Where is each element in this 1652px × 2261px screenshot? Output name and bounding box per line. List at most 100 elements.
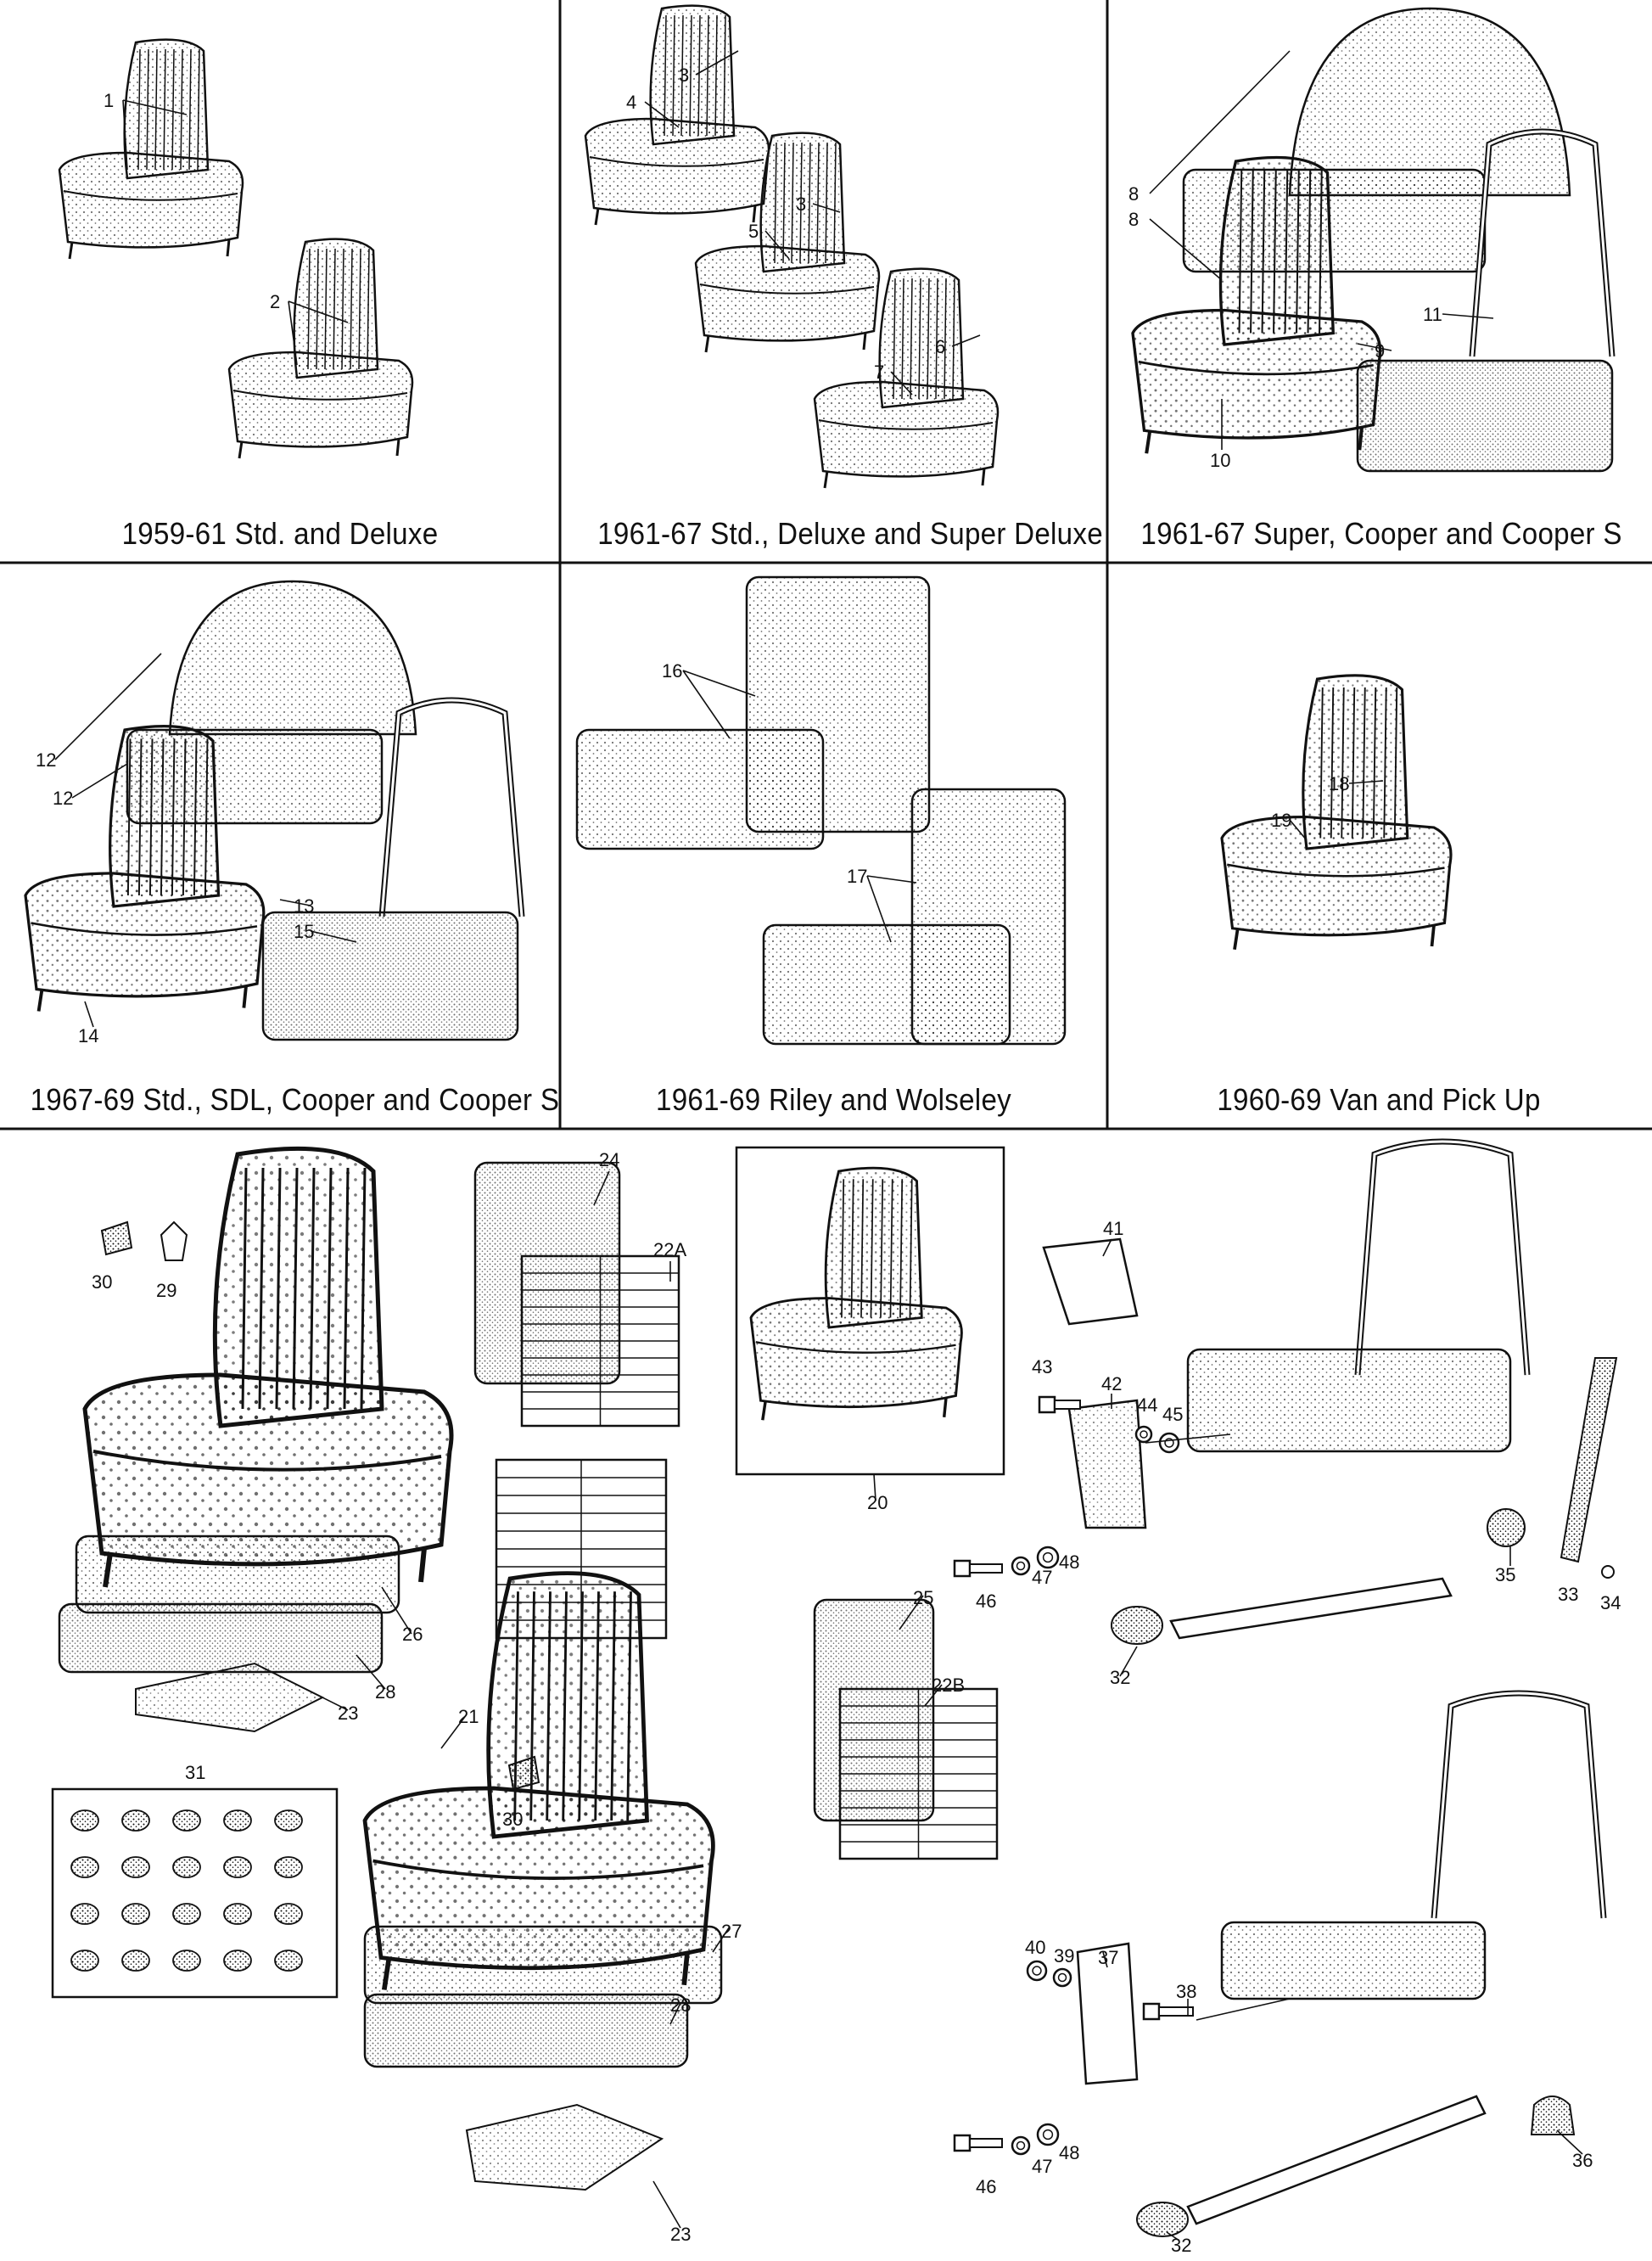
callout-31: 31 — [185, 1762, 206, 1783]
clip-31 — [223, 1950, 252, 1972]
clip-31 — [274, 1856, 303, 1878]
van-seat-pleat — [1330, 687, 1335, 839]
leader-15 — [310, 930, 357, 943]
seat-1961-a-leg — [752, 205, 757, 223]
leader-12a — [54, 653, 162, 760]
callout-21: 21 — [458, 1706, 479, 1727]
callout-22b: 22B — [932, 1675, 966, 1696]
leader-11 — [1442, 313, 1494, 319]
seat-1961-a-pleat — [714, 14, 718, 137]
seat-1959-rear-pleat — [316, 248, 319, 370]
seat-inset-20 — [749, 1166, 963, 1421]
callout-5: 5 — [748, 221, 759, 242]
nut-48b — [1036, 2123, 1060, 2146]
seat-inset-20-pleat — [909, 1179, 913, 1318]
leader-23a — [322, 1697, 349, 1711]
leader-3b — [812, 203, 841, 213]
diaphragm-23a — [135, 1662, 325, 1733]
callout-33: 33 — [1558, 1584, 1579, 1605]
leader-21 — [440, 1714, 468, 1749]
leader-37 — [1102, 1951, 1108, 1968]
clip-31 — [70, 1856, 99, 1878]
seat-frame-exploded-b — [1431, 1690, 1607, 1919]
seat-1961-b-pleat — [833, 142, 837, 264]
leader-12b — [71, 763, 128, 799]
seat-1961-b-pleat — [791, 142, 794, 264]
clip-31 — [223, 1903, 252, 1925]
seat-1959-front-pleat — [146, 48, 149, 171]
leader-26 — [381, 1586, 412, 1635]
trim-clip-30b — [507, 1755, 540, 1791]
bolt-43-shank — [1054, 1400, 1081, 1410]
callout-32a: 32 — [1110, 1667, 1131, 1688]
callout-16: 16 — [662, 660, 683, 682]
clip-31 — [70, 1950, 99, 1972]
trim-clip-30a — [100, 1220, 133, 1256]
seat-inset-20-pleat — [870, 1179, 874, 1318]
seat-inset-20-pleat — [860, 1179, 865, 1318]
seat-1961-b-pleat — [808, 142, 811, 264]
clip-31 — [121, 1809, 150, 1832]
leader-2b — [288, 300, 298, 366]
callout-30a: 30 — [92, 1271, 113, 1293]
van-seat-leg — [1430, 924, 1436, 947]
arrow-42-to-frame — [1145, 1433, 1231, 1444]
seat-1959-rear-pleat — [341, 248, 344, 370]
seat-1967-front-pleat — [126, 738, 132, 896]
van-seat-pleat — [1362, 687, 1366, 839]
seat-1959-front-leg — [68, 241, 74, 260]
leader-2 — [288, 300, 349, 323]
van-seat-cushion-edge — [1227, 863, 1445, 878]
washer-39-hole — [1057, 1972, 1067, 1983]
seat-exploded-front-pleat — [343, 1167, 350, 1410]
seat-frame-exploded-a — [1354, 1138, 1531, 1376]
callout-34: 34 — [1600, 1592, 1621, 1613]
callout-26: 26 — [402, 1624, 423, 1645]
seat-1961-c-leg — [981, 468, 986, 486]
seat-1961-a-pleat — [706, 14, 709, 137]
callout-11: 11 — [1423, 304, 1442, 325]
seat-inset-20-cushion-edge — [755, 1341, 956, 1354]
callout-19: 19 — [1271, 810, 1292, 831]
leader-1b — [122, 99, 128, 171]
seat-inset-20-pleat — [889, 1179, 893, 1318]
callout-1: 1 — [104, 90, 115, 111]
leader-17 — [866, 875, 917, 884]
seat-1959-front-pleat — [154, 48, 158, 171]
seat-1961-c-pleat — [952, 278, 955, 400]
seat-1967-front-pleat — [148, 738, 154, 896]
seat-inset-20-pleat — [841, 1179, 845, 1318]
leader-1 — [122, 99, 188, 115]
cushion-rubber-28a — [58, 1602, 384, 1674]
seat-1961-a-cushion-edge — [589, 156, 764, 167]
runner-cap-32a — [1111, 1606, 1163, 1645]
leader-13 — [279, 899, 311, 906]
seat-1961-super-leg — [1145, 429, 1152, 454]
seat-inset-20-leg — [942, 1397, 948, 1417]
seat-1961-c-leg — [823, 470, 829, 489]
seat-1961-c-pleat — [910, 278, 913, 400]
leader-23b — [652, 2180, 681, 2229]
nut-40 — [1026, 1960, 1048, 1982]
van-seat-pleat — [1351, 687, 1356, 839]
seat-1959-rear-pleat — [350, 248, 353, 370]
callout-36: 36 — [1572, 2150, 1593, 2171]
van-seat-pleat — [1372, 687, 1377, 839]
callout-32b: 32 — [1171, 2235, 1192, 2256]
seat-exploded-rear-pleat — [626, 1591, 632, 1821]
seat-1961-c-pleat — [901, 278, 904, 400]
leader-16b — [682, 670, 731, 739]
seat-1961-b-cushion-edge — [699, 283, 875, 295]
callout-15: 15 — [294, 921, 315, 942]
seat-1961-super-pleat — [1238, 170, 1243, 334]
van-seat-pleat — [1383, 687, 1387, 839]
callout-12a: 12 — [36, 749, 57, 771]
leader-28b — [669, 2002, 681, 2025]
seat-1959-front-pleat — [171, 48, 175, 171]
leader-8a — [1149, 50, 1291, 194]
seat-1961-c-pleat — [918, 278, 921, 400]
seat-1961-b-leg — [862, 332, 867, 351]
seat-1967-front-pleat — [182, 738, 187, 896]
